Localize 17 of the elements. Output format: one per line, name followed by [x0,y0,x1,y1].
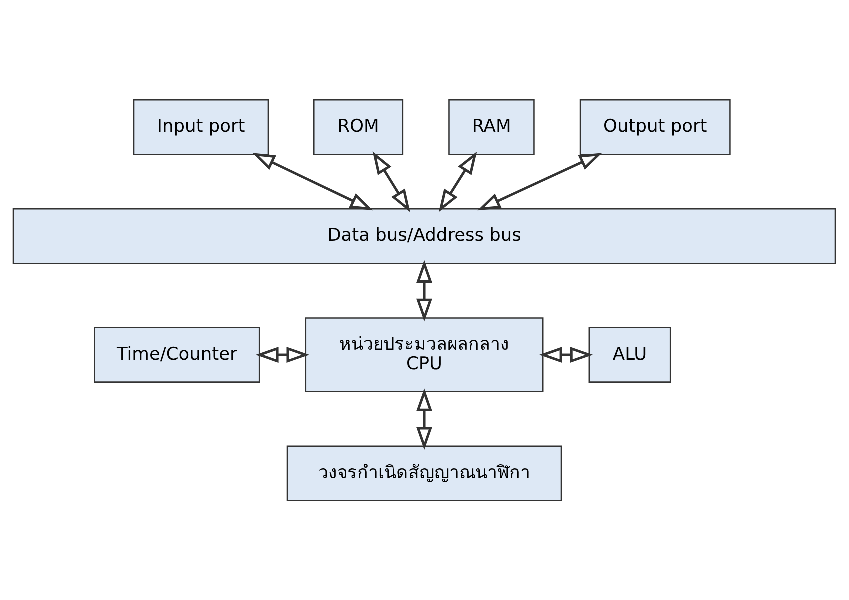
node-box: Input port [133,98,270,155]
node-box: Data bus/Address bus [12,208,836,264]
node-box: RAM [448,98,535,155]
node-box: ROM [314,98,404,155]
arrow [372,151,410,212]
arrow [256,346,310,363]
node-box: Time/Counter [94,326,260,382]
node-box: วงจรกำเนิดสัญญาณนาฬิกา [286,445,562,502]
node-box: ALU [588,326,672,382]
arrow [478,152,602,210]
arrow [252,152,374,210]
arrow [438,151,478,212]
node-box: หน่วยประมวลผลกลาง CPU [305,317,544,392]
arrow [539,346,594,363]
arrow [416,388,432,450]
node-box: Output port [580,98,731,155]
arrow [416,260,432,322]
